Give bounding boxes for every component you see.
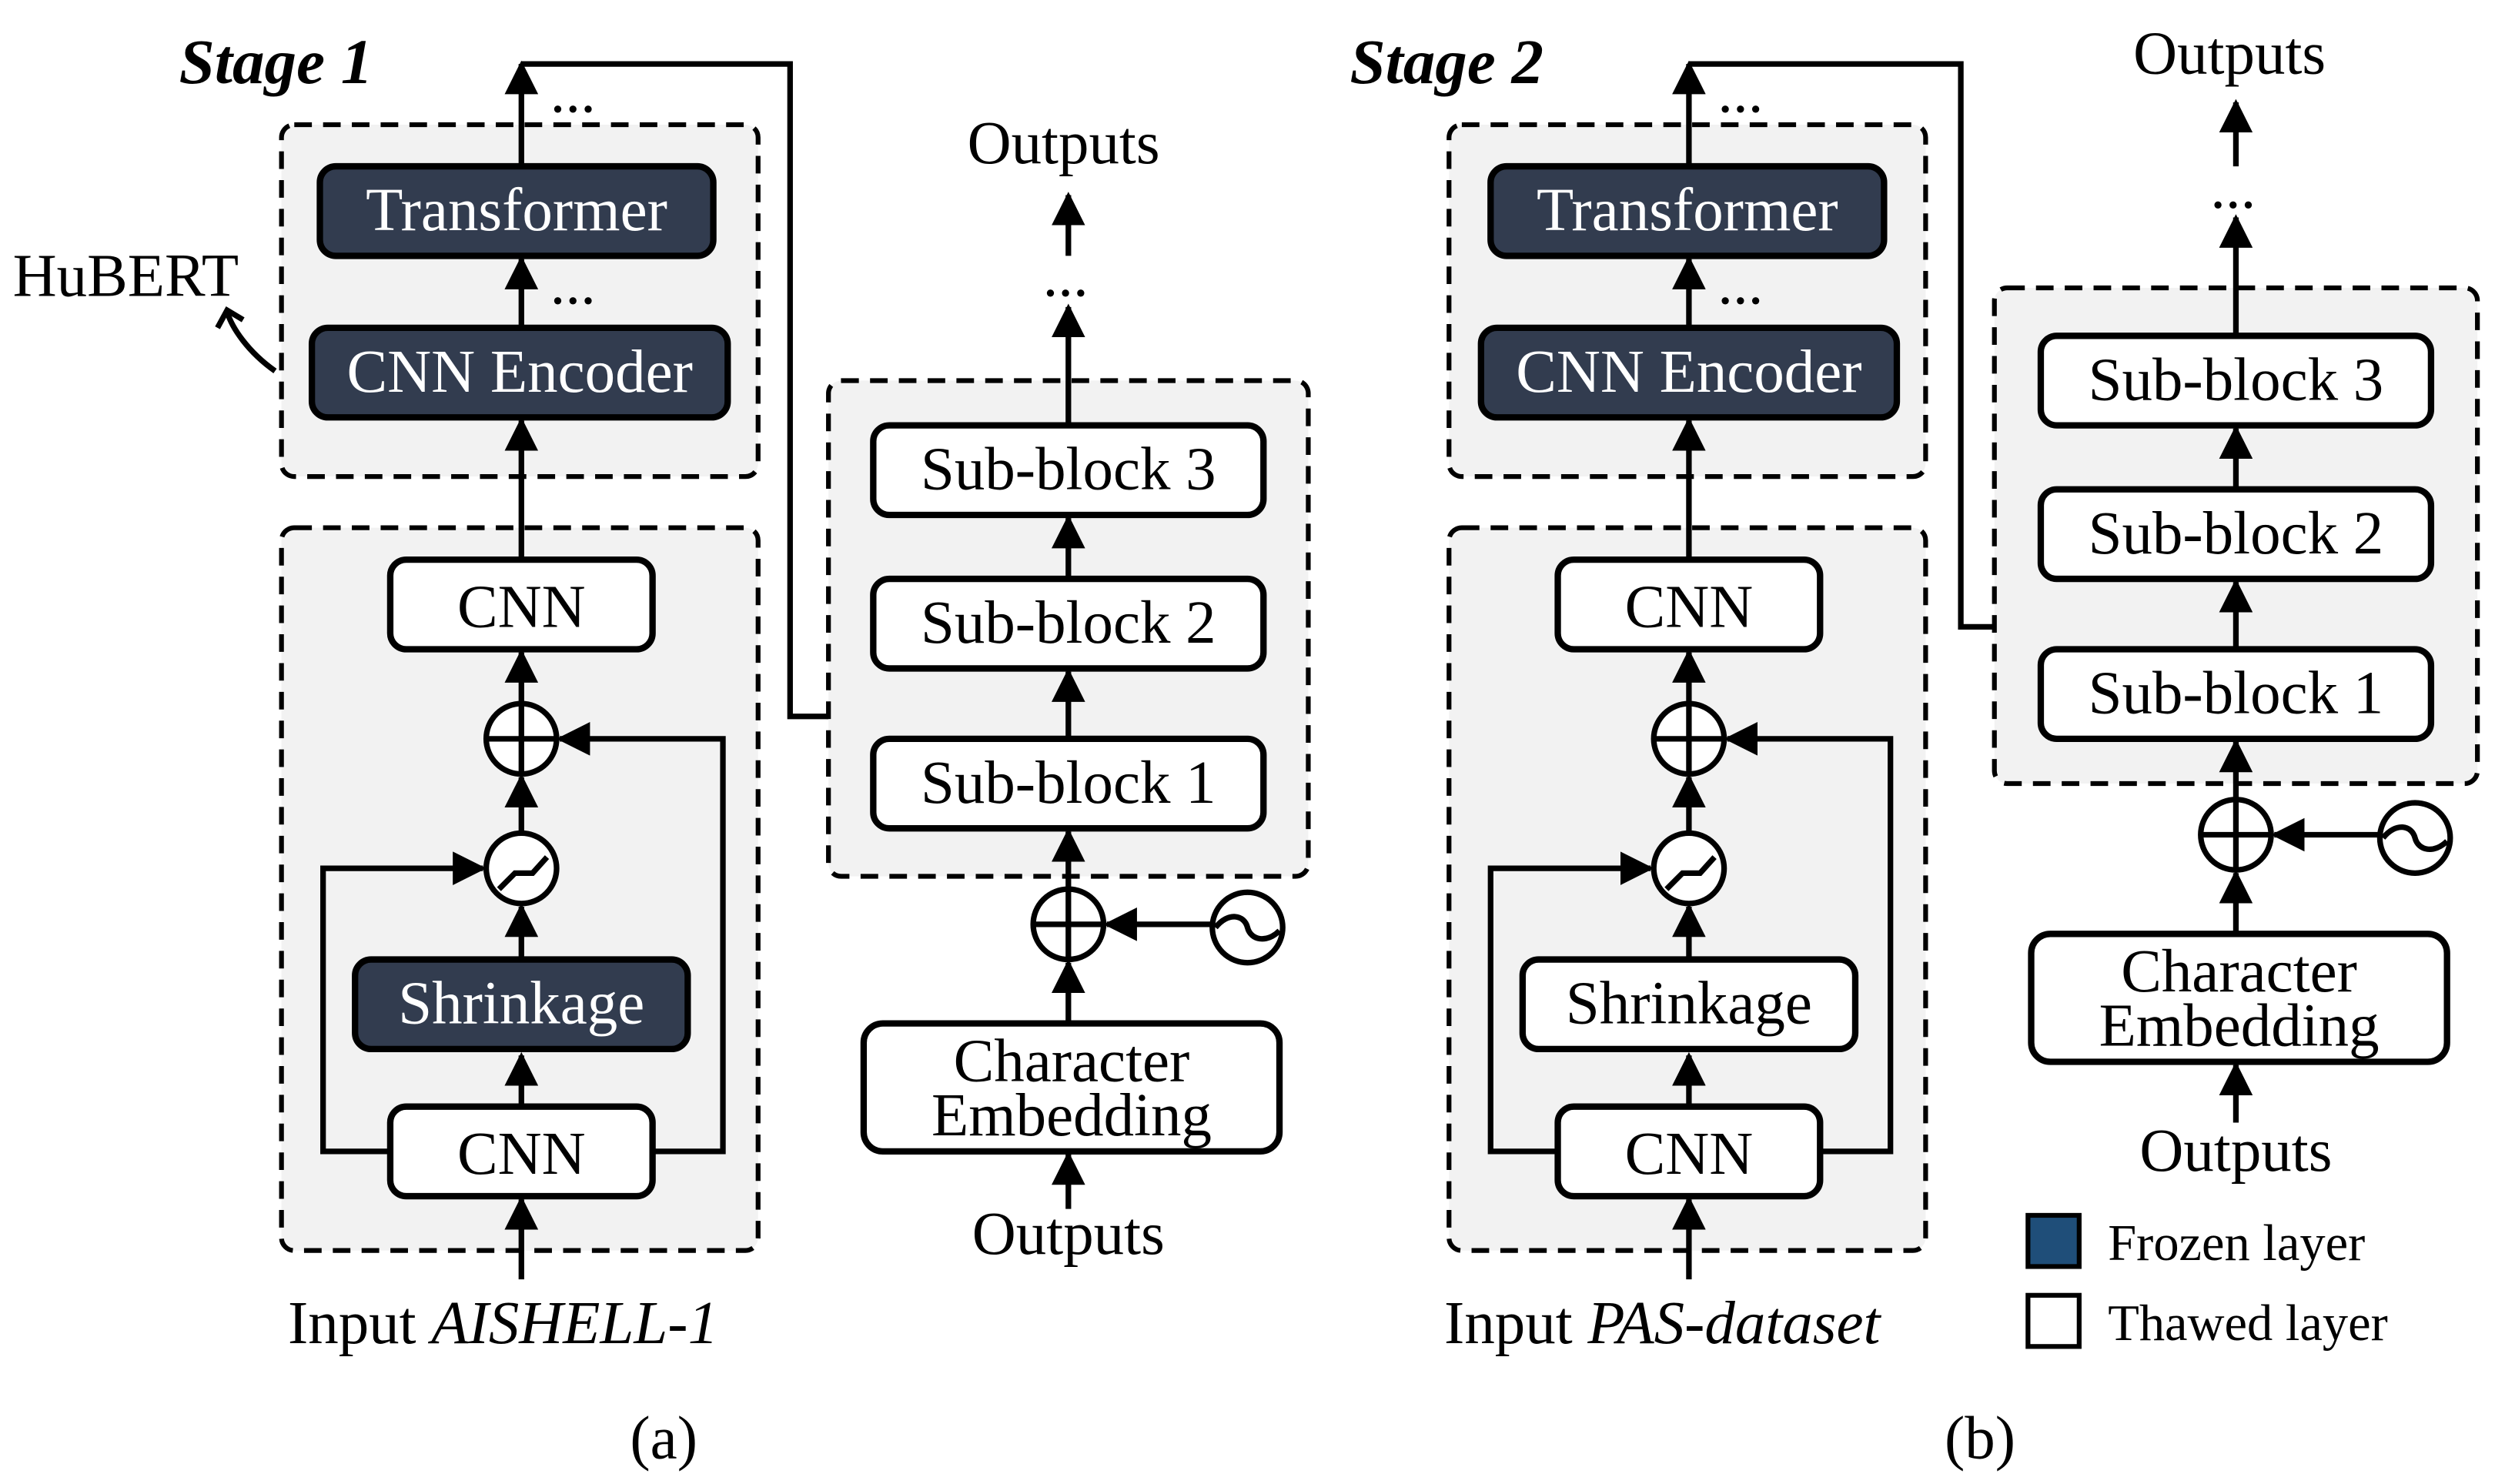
ellipsis-mid: ... (550, 251, 596, 318)
cnn-encoder-label: CNN Encoder (347, 339, 693, 406)
caption-b: (b) (1945, 1405, 2015, 1472)
char-emb-line2: Embedding (931, 1082, 1212, 1149)
hubert-pointer-head (215, 306, 245, 329)
shrinkage-label-b: Shrinkage (1566, 971, 1812, 1038)
ellipsis-top: ... (550, 58, 596, 125)
transformer-label-b: Transformer (1537, 177, 1838, 244)
cnn-top-label-b: CNN (1625, 573, 1754, 640)
legend-thawed-swatch (2025, 1292, 2082, 1349)
sub-block-2-label-b: Sub-block 2 (2089, 500, 2384, 567)
legend: Frozen layer Thawed layer (2025, 1212, 2388, 1352)
legend-frozen-swatch (2025, 1212, 2082, 1269)
outputs-top-label: Outputs (968, 110, 1160, 177)
legend-thawed-label: Thawed layer (2108, 1295, 2388, 1352)
activation-icon (483, 830, 560, 907)
cnn-bottom-label-b: CNN (1625, 1121, 1754, 1188)
input-label-a: Input AISHELL-1 (288, 1290, 718, 1357)
transformer-label: Transformer (366, 177, 667, 244)
stage-2-title: Stage 2 (1350, 26, 1543, 97)
ellipsis-mid-b: ... (1717, 251, 1763, 318)
sub-block-2-label: Sub-block 2 (921, 590, 1216, 657)
panel-a: Stage 1 HuBERT Transformer CNN Encoder C… (13, 26, 1311, 1472)
outputs-bottom-label-b: Outputs (2139, 1118, 2332, 1185)
stage-1-title: Stage 1 (179, 26, 373, 97)
ellipsis-top-b: ... (1717, 58, 1763, 125)
input-label-b: Input PAS-dataset (1444, 1290, 1881, 1357)
hubert-pointer (224, 310, 277, 373)
decoder-ellipsis-b: ... (2210, 155, 2256, 222)
decoder-ellipsis: ... (1043, 242, 1089, 309)
char-emb-line1-b: Character (2121, 938, 2357, 1005)
char-emb-line1: Character (954, 1028, 1190, 1095)
hubert-label: HuBERT (13, 242, 239, 309)
panel-b: Stage 2 Transformer CNN Encoder CNN Shri… (1350, 21, 2480, 1472)
cnn-bottom-label: CNN (457, 1121, 586, 1188)
shrinkage-label: Shrinkage (398, 971, 644, 1038)
sub-block-3-label: Sub-block 3 (921, 436, 1216, 503)
caption-a: (a) (630, 1405, 697, 1472)
cnn-top-label: CNN (457, 573, 586, 640)
outputs-bottom-label: Outputs (972, 1201, 1165, 1268)
sub-block-1-label-b: Sub-block 1 (2089, 660, 2384, 727)
legend-frozen-label: Frozen layer (2108, 1215, 2365, 1272)
char-emb-line2-b: Embedding (2099, 993, 2380, 1060)
cnn-encoder-label-b: CNN Encoder (1516, 339, 1861, 406)
sub-block-3-label-b: Sub-block 3 (2089, 346, 2384, 413)
activation-icon-b (1651, 830, 1727, 907)
outputs-top-label-b: Outputs (2133, 21, 2326, 88)
sub-block-1-label: Sub-block 1 (921, 750, 1216, 817)
